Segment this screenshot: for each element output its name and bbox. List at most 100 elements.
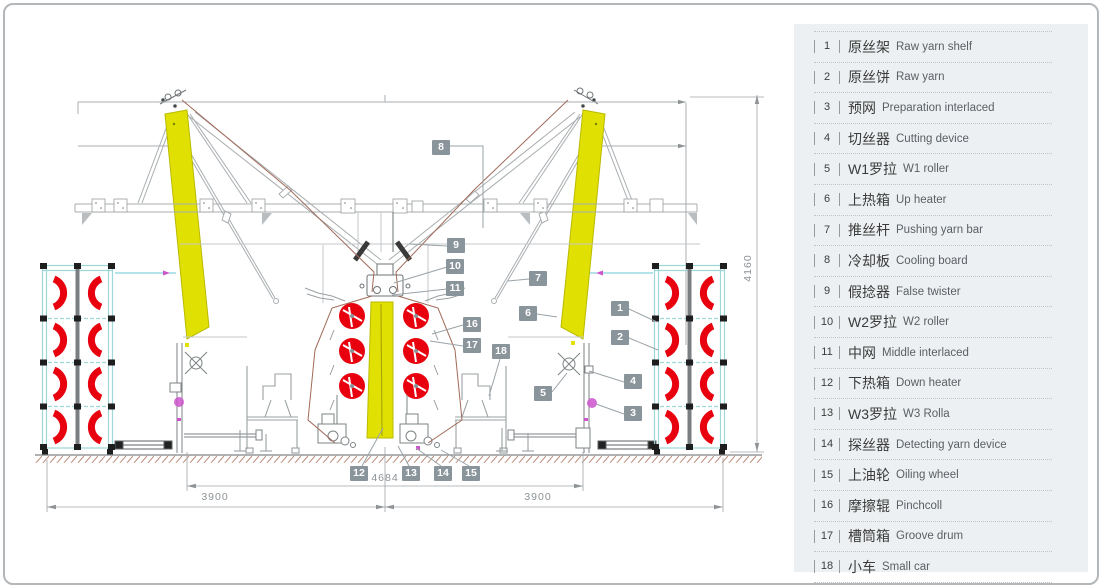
legend-name-cn: 预网 xyxy=(848,99,876,116)
top-node-pulleys xyxy=(159,87,599,108)
legend-row-13: 13 W3罗拉 W3 Rolla xyxy=(814,399,1052,430)
rails xyxy=(74,95,700,345)
legend-name-cn: 小车 xyxy=(848,558,876,575)
legend-row-1: 1 原丝架 Raw yarn shelf xyxy=(814,32,1052,63)
up-heater-panels xyxy=(164,109,606,340)
legend-row-8: 8 冷却板 Cooling board xyxy=(814,246,1052,277)
legend-number: 10 xyxy=(814,315,840,329)
legend-top-separator xyxy=(814,31,1052,32)
callout-17: 17 xyxy=(463,338,481,353)
callout-14: 14 xyxy=(434,466,452,481)
legend-name-en: False twister xyxy=(896,285,961,298)
legend-name-en: Down heater xyxy=(896,377,962,390)
callout-6: 6 xyxy=(519,306,537,321)
dimension-3900-left: 3900 xyxy=(201,491,228,503)
legend-name-en: Cooling board xyxy=(896,254,968,267)
dimension-lines xyxy=(46,95,764,512)
legend-row-16: 16 摩擦辊 Pinchcoll xyxy=(814,491,1052,522)
legend-name-cn: 摩擦辊 xyxy=(848,497,890,514)
callout-18: 18 xyxy=(492,344,510,359)
callout-leaders xyxy=(361,145,659,467)
raw-yarn-shelf-right xyxy=(652,263,727,455)
legend-name-en: Pinchcoll xyxy=(896,499,943,512)
legend-number: 7 xyxy=(814,223,840,237)
legend-number: 1 xyxy=(814,40,840,54)
legend-row-15: 15 上油轮 Oiling wheel xyxy=(814,460,1052,491)
legend-number: 5 xyxy=(814,162,840,176)
legend-name-en: W1 roller xyxy=(903,163,950,176)
legend-row-11: 11 中网 Middle interlaced xyxy=(814,338,1052,369)
legend-name-en: Preparation interlaced xyxy=(882,101,995,114)
callout-5: 5 xyxy=(534,386,552,401)
callout-13: 13 xyxy=(402,466,420,481)
legend-name-en: Pushing yarn bar xyxy=(896,224,983,237)
dimension-4684-center: 4684 xyxy=(371,472,398,484)
legend-name-en: Groove drum xyxy=(896,530,964,543)
bottom-units xyxy=(317,395,440,448)
legend-name-cn: 冷却板 xyxy=(848,252,890,269)
machine-diagram-svg: 3900 4684 3900 4160 xyxy=(35,87,764,512)
callout-2: 2 xyxy=(611,330,629,345)
legend-row-4: 4 切丝器 Cutting device xyxy=(814,124,1052,155)
legend-row-7: 7 推丝杆 Pushing yarn bar xyxy=(814,216,1052,247)
legend-name-cn: 切丝器 xyxy=(848,130,890,147)
legend-number: 12 xyxy=(814,376,840,390)
callout-7: 7 xyxy=(529,271,547,286)
legend-name-en: Middle interlaced xyxy=(882,346,969,359)
legend-name-en: W2 roller xyxy=(903,316,950,329)
legend-number: 18 xyxy=(814,560,840,574)
legend-row-14: 14 探丝器 Detecting yarn device xyxy=(814,430,1052,461)
false-twister-rollers xyxy=(352,240,413,262)
legend-name-en: Up heater xyxy=(896,193,947,206)
legend-panel: 1 原丝架 Raw yarn shelf 2 原丝饼 Raw yarn 3 预网… xyxy=(794,24,1088,583)
legend-name-cn: 槽筒箱 xyxy=(848,528,890,545)
legend-name-cn: 下热箱 xyxy=(848,375,890,392)
legend-number: 16 xyxy=(814,499,840,513)
legend-name-cn: 原丝饼 xyxy=(848,69,890,86)
legend-name-cn: 中网 xyxy=(848,344,876,361)
legend-name-en: Raw yarn shelf xyxy=(896,40,973,53)
false-twister-body xyxy=(359,263,411,297)
legend-number: 3 xyxy=(814,101,840,115)
callout-9: 9 xyxy=(447,238,465,253)
legend-number: 6 xyxy=(814,193,840,207)
dimension-3900-right: 3900 xyxy=(524,491,551,503)
callout-3: 3 xyxy=(624,406,642,421)
legend-row-3: 3 预网 Preparation interlaced xyxy=(814,93,1052,124)
legend-name-cn: 假捻器 xyxy=(848,283,890,300)
legend-row-9: 9 假捻器 False twister xyxy=(814,277,1052,308)
legend-number: 15 xyxy=(814,468,840,482)
callout-12: 12 xyxy=(350,466,368,481)
small-carts xyxy=(234,366,534,454)
base-sleds xyxy=(114,440,657,450)
legend-name-cn: W3罗拉 xyxy=(848,405,897,422)
callout-8: 8 xyxy=(432,140,450,155)
dimension-4160-vertical: 4160 xyxy=(742,254,754,281)
center-unit xyxy=(304,212,466,448)
raw-yarn-shelf-left xyxy=(40,263,115,455)
callout-11: 11 xyxy=(446,281,464,296)
legend-row-12: 12 下热箱 Down heater xyxy=(814,369,1052,400)
transfer-lines xyxy=(115,270,653,450)
legend-name-en: W3 Rolla xyxy=(903,407,950,420)
beam-plates xyxy=(82,198,697,225)
legend-name-cn: 上热箱 xyxy=(848,191,890,208)
legend-number: 14 xyxy=(814,438,840,452)
callout-15: 15 xyxy=(462,466,480,481)
callout-10: 10 xyxy=(446,259,464,274)
callout-4: 4 xyxy=(624,374,642,389)
cooling-boards xyxy=(189,111,581,265)
legend-name-cn: W2罗拉 xyxy=(848,314,897,331)
legend-number: 11 xyxy=(814,346,840,360)
legend-name-en: Raw yarn xyxy=(896,71,945,84)
legend-name-cn: 推丝杆 xyxy=(848,222,890,239)
legend-name-cn: 原丝架 xyxy=(848,38,890,55)
legend-row-2: 2 原丝饼 Raw yarn xyxy=(814,63,1052,94)
callout-16: 16 xyxy=(463,317,481,332)
groove-drums xyxy=(329,303,439,411)
legend-row-18: 18 小车 Small car xyxy=(814,552,1052,583)
legend-row-6: 6 上热箱 Up heater xyxy=(814,185,1052,216)
raw-yarn-cakes xyxy=(52,275,103,445)
